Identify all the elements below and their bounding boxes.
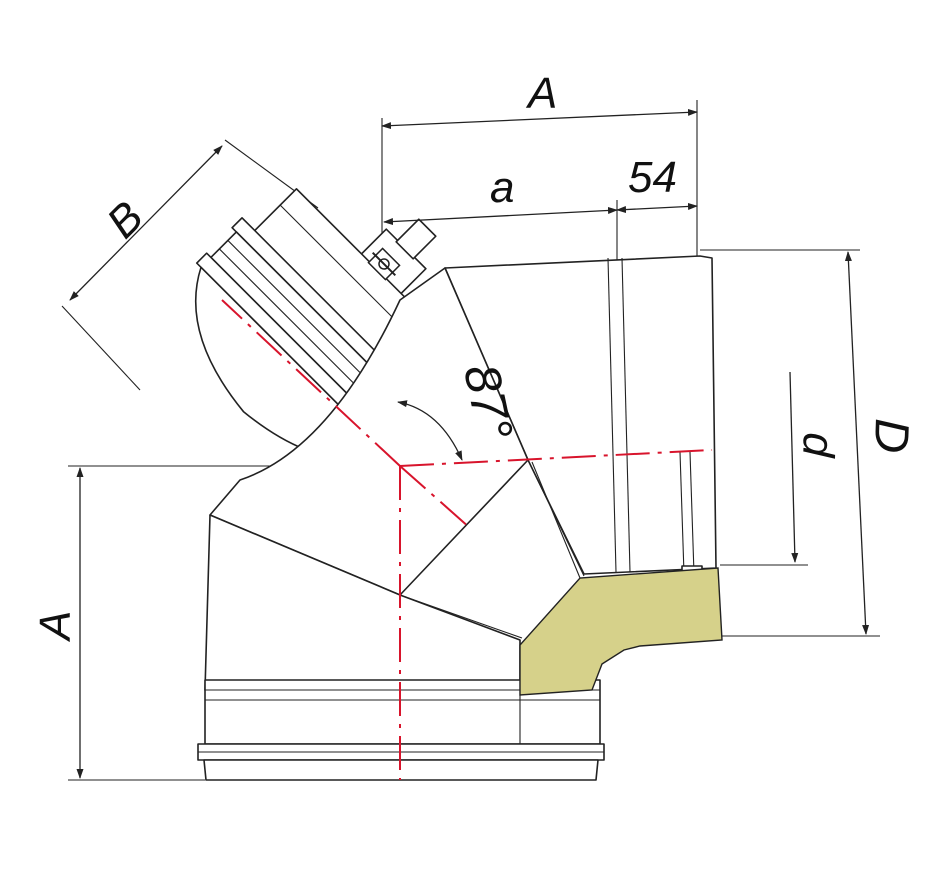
- dimension-top-offset: 54: [616, 153, 698, 214]
- dimension-right-inner-label: d: [793, 432, 843, 460]
- bottom-inlet: [197, 640, 605, 781]
- dimension-branch-width-label: B: [98, 192, 153, 247]
- dimension-right-outer-label: D: [864, 418, 918, 455]
- insulation-section: [519, 567, 723, 696]
- elbow-body: [204, 267, 585, 691]
- dimension-right-outer: D: [844, 251, 918, 635]
- dimension-top-total: A: [381, 69, 698, 130]
- dimension-top-short-label: a: [490, 163, 514, 212]
- clamp-icon: [367, 247, 401, 281]
- center-lines: [221, 299, 713, 780]
- dimension-top-total-label: A: [525, 69, 557, 118]
- dimension-top-short: a: [383, 163, 618, 226]
- dimension-left-height: A: [31, 467, 84, 779]
- dimension-right-inner: d: [789, 371, 843, 563]
- angle-arc: [397, 400, 463, 461]
- dimension-top-offset-label: 54: [628, 153, 677, 202]
- dimension-left-height-label: A: [31, 611, 80, 643]
